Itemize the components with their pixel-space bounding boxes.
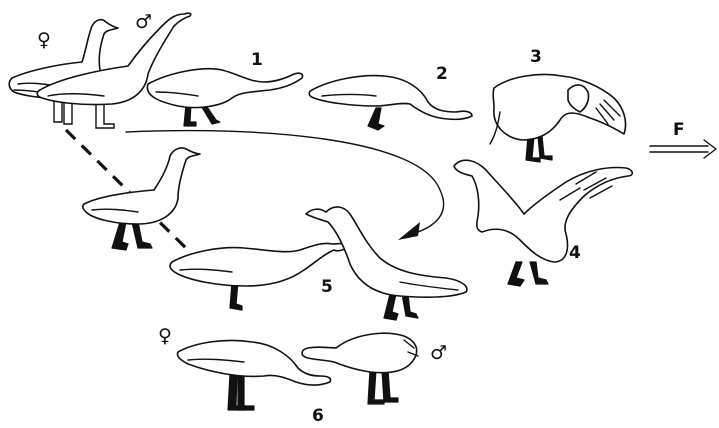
female-symbol-bottom: ♀: [158, 327, 172, 346]
goose-stage-1: [147, 69, 302, 126]
goose-stage-3: [490, 75, 626, 163]
stage-label-3: 3: [530, 49, 542, 66]
stage-label-1: 1: [251, 52, 263, 69]
double-arrow: [650, 140, 716, 158]
stage-label-6: 6: [312, 408, 324, 425]
stage-label-2: 2: [436, 66, 448, 83]
arrow-letter-f: F: [673, 122, 685, 139]
goose-stage-5-right: [306, 207, 467, 320]
female-symbol-top: ♀: [37, 31, 51, 50]
stage-label-4: 4: [569, 245, 581, 262]
goose-stage-4: [454, 160, 632, 286]
male-symbol-bottom: ♂: [430, 344, 447, 363]
goose-stage-6-male: [302, 333, 418, 404]
stage-label-5: 5: [321, 279, 333, 296]
curved-arrowhead: [398, 222, 420, 240]
male-symbol-top: ♂: [135, 13, 152, 32]
